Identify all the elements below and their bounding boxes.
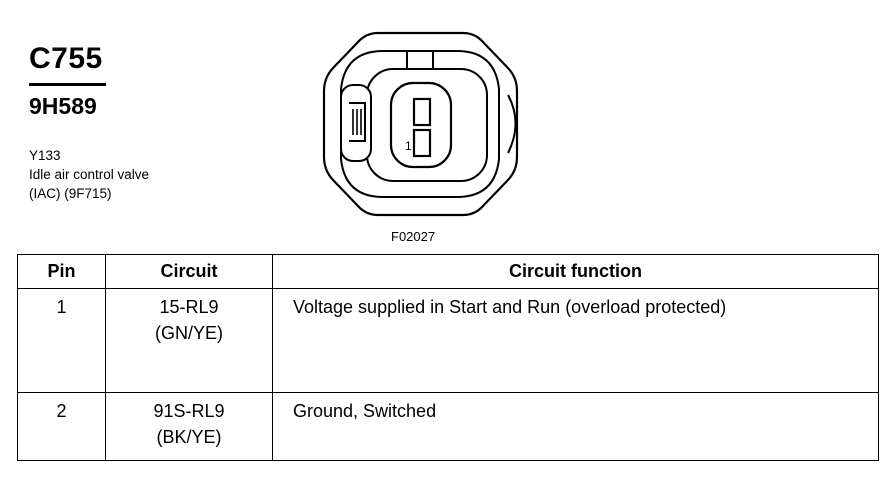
circuit-id: 15-RL9 (159, 297, 219, 317)
connector-description: Y133 Idle air control valve (IAC) (9F715… (29, 146, 149, 203)
pin-1-terminal (412, 128, 432, 158)
description-line: Y133 (29, 148, 61, 163)
connector-face-diagram: 1 (322, 31, 519, 217)
housing-ridge (507, 94, 517, 154)
connector-inner-outline (340, 50, 500, 198)
description-line: Idle air control valve (29, 167, 150, 182)
table-row: 1 15-RL9 (GN/YE) Voltage supplied in Sta… (17, 288, 879, 393)
pin-number: 1 (56, 297, 67, 317)
header-pin: Pin (17, 254, 106, 289)
pinout-table: Pin Circuit Circuit function 1 15-RL9 (G… (17, 254, 879, 461)
circuit-function: Voltage supplied in Start and Run (overl… (293, 297, 727, 317)
figure-code: F02027 (391, 229, 436, 244)
circuit-cell: 15-RL9 (GN/YE) (105, 288, 273, 393)
connector-id-underline (29, 83, 106, 86)
part-number: 9H589 (29, 93, 97, 119)
latch (340, 84, 372, 162)
pin-number: 2 (56, 401, 67, 421)
header-circuit-function: Circuit function (272, 254, 879, 289)
pin-1-label: 1 (405, 139, 412, 153)
table-row: 2 91S-RL9 (BK/YE) Ground, Switched (17, 392, 879, 461)
pin-cavity-body (389, 81, 453, 169)
description-line: (IAC) (9F715) (29, 186, 112, 201)
connector-housing-outline (322, 31, 519, 217)
pin-cell: 1 (17, 288, 106, 393)
wire-color: (GN/YE) (154, 323, 223, 343)
wire-color: (BK/YE) (156, 427, 222, 447)
pin-cell: 2 (17, 392, 106, 461)
table-header-row: Pin Circuit Circuit function (17, 254, 879, 289)
function-cell: Ground, Switched (272, 392, 879, 461)
pin-2-terminal (412, 97, 432, 127)
header-circuit: Circuit (105, 254, 273, 289)
key-tab (406, 51, 434, 70)
connector-id: C755 (29, 42, 103, 75)
function-cell: Voltage supplied in Start and Run (overl… (272, 288, 879, 393)
circuit-function: Ground, Switched (293, 401, 437, 421)
circuit-cell: 91S-RL9 (BK/YE) (105, 392, 273, 461)
circuit-id: 91S-RL9 (153, 401, 225, 421)
